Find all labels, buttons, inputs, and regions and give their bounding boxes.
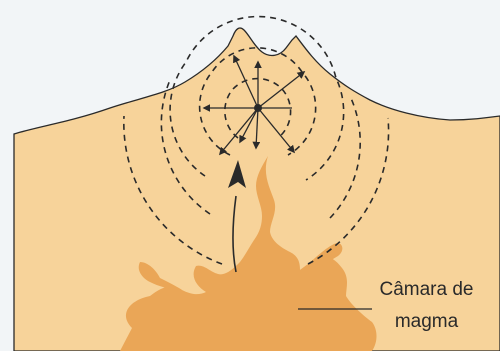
magma-chamber-label-line2: magma: [369, 311, 484, 333]
magma-chamber-label-line1: Câmara de: [369, 279, 484, 301]
